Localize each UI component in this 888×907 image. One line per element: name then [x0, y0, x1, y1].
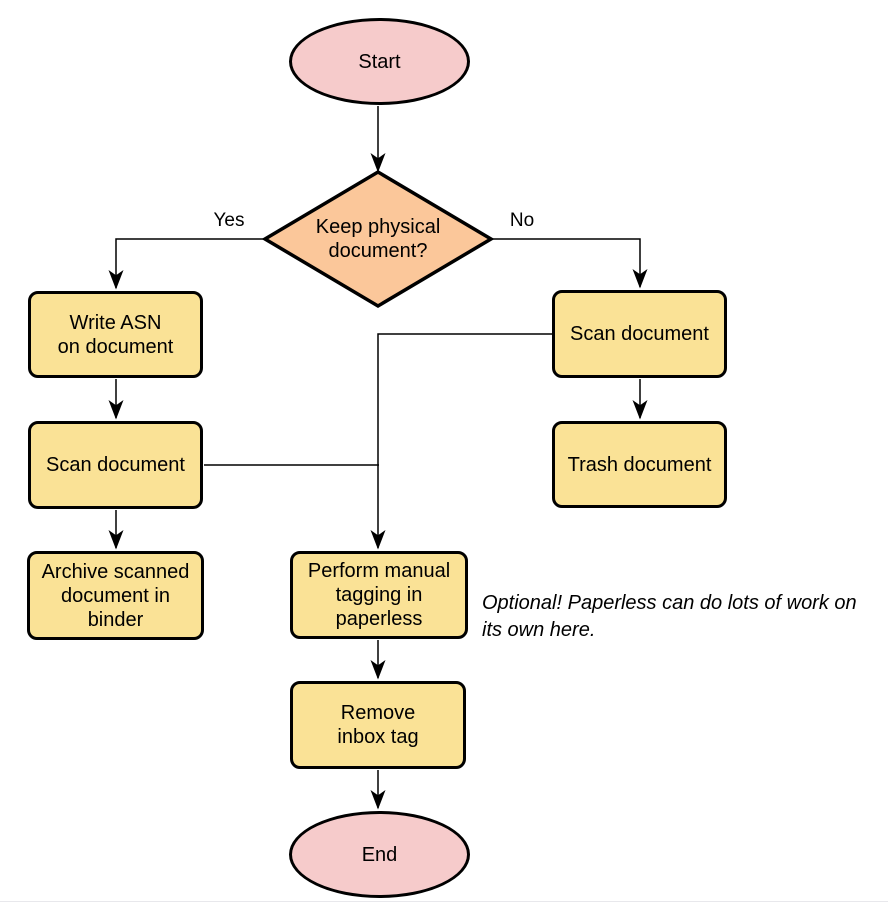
trash-document-node: Trash document: [552, 421, 727, 508]
scan-document-left-node-label: Scan document: [46, 454, 185, 476]
trash-document-node-label: Trash document: [567, 453, 712, 476]
write-asn-node-label: Write ASN on document: [57, 311, 174, 358]
scan-document-left-node: Scan document: [28, 421, 203, 509]
decision-node-label: Keep physical document?: [315, 216, 441, 262]
optional-note: Optional! Paperless can do lots of work …: [482, 592, 857, 641]
write-asn-node: Write ASN on document: [28, 291, 203, 378]
remove-inbox-tag-node-label: Remove inbox tag: [337, 702, 419, 748]
manual-tagging-node: Perform manual tagging in paperless: [290, 551, 468, 639]
scan-document-right-node-label: Scan document: [570, 323, 709, 345]
manual-tagging-node-label: Perform manual tagging in paperless: [307, 560, 451, 630]
edge-label-yes: Yes: [211, 210, 247, 232]
archive-document-node: Archive scanned document in binder: [27, 551, 204, 640]
end-node-label: End: [361, 843, 398, 866]
end-node: End: [289, 811, 470, 898]
decision-diamond-shape: [261, 169, 495, 309]
edge-label-no: No: [507, 210, 537, 232]
bottom-edge-line: [0, 901, 888, 902]
archive-document-node-label: Archive scanned document in binder: [41, 560, 190, 631]
scan-document-right-node: Scan document: [552, 290, 727, 378]
edge-decision-no-to-scan-right: [490, 238, 648, 289]
start-node: Start: [289, 18, 470, 105]
edge-scan-right-to-tagging: [370, 333, 552, 550]
remove-inbox-tag-node: Remove inbox tag: [290, 681, 466, 769]
start-node-label: Start: [358, 50, 401, 73]
edge-decision-yes-to-write-asn: [108, 238, 265, 290]
decision-node: Keep physical document?: [283, 214, 473, 264]
